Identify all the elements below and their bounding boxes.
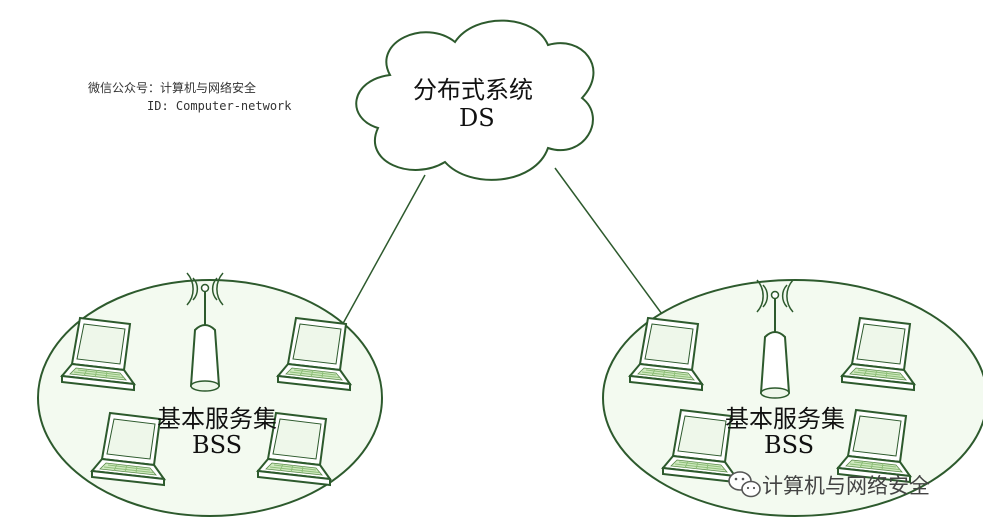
- ds-abbr: DS: [459, 104, 495, 132]
- bss-left-title: 基本服务集: [157, 405, 277, 433]
- id-line: ID: Computer-network: [147, 99, 292, 113]
- wechat-icon: [728, 471, 761, 498]
- bss-right-title: 基本服务集: [725, 405, 845, 433]
- ds-to-bss-right-link: [554, 167, 671, 326]
- bss-left-abbr: BSS: [192, 431, 243, 459]
- bss-right-abbr: BSS: [764, 431, 815, 459]
- ds-to-bss-left-link: [334, 174, 426, 339]
- ds-title: 分布式系统: [413, 76, 533, 104]
- watermark-text: 计算机与网络安全: [762, 474, 930, 498]
- wechat-account-line: 微信公众号：计算机与网络安全: [88, 81, 257, 95]
- ds-cloud: [355, 19, 595, 181]
